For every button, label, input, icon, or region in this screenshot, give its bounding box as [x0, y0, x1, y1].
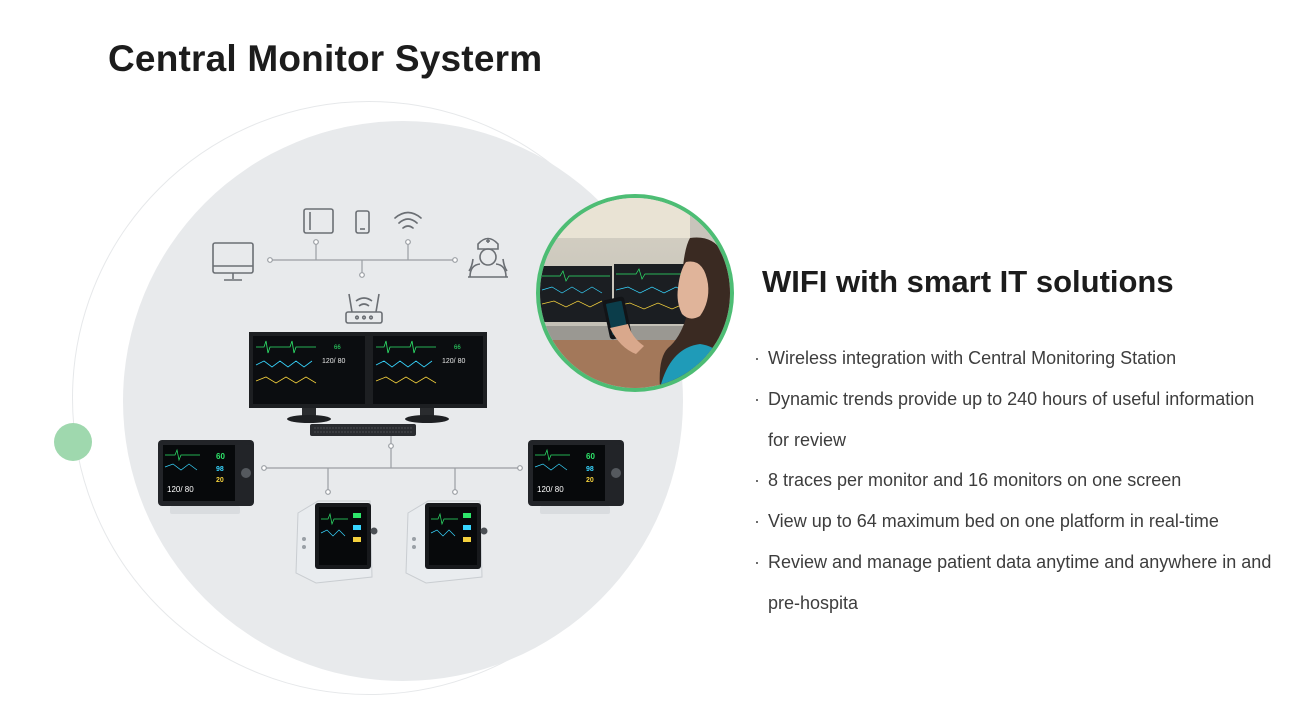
- right-monitor-spo2: 98: [586, 466, 594, 473]
- feature-text: View up to 64 maximum bed on one platfor…: [768, 511, 1219, 532]
- feature-item: · 8 traces per monitor and 16 monitors on…: [754, 460, 1274, 501]
- central-hr-left: 66: [334, 345, 341, 351]
- clinician-photo: [536, 194, 734, 392]
- central-screen-right: 120/ 80 66: [369, 332, 487, 423]
- right-monitor-hr: 60: [586, 452, 595, 461]
- central-station: 120/ 80 66 120/ 80 66: [249, 332, 487, 436]
- portable-monitor-2: [405, 500, 488, 584]
- router-icon: [345, 293, 383, 324]
- bullet-marker: ·: [754, 348, 760, 368]
- wifi-icon: [394, 211, 422, 229]
- left-monitor-nibp: 120/ 80: [167, 485, 194, 494]
- central-nibp-right: 120/ 80: [442, 358, 465, 365]
- bullet-marker: ·: [754, 511, 760, 532]
- right-monitor-resp: 20: [586, 477, 594, 484]
- portable-monitor-1: [295, 500, 378, 584]
- bullet-marker: ·: [754, 551, 760, 572]
- feature-text: Dynamic trends provide up to 240 hours o…: [768, 388, 1255, 450]
- keyboard: [310, 424, 416, 436]
- central-screen-left: 120/ 80 66: [249, 332, 369, 423]
- phone-icon: [355, 210, 370, 234]
- feature-list: · Wireless integration with Central Monit…: [754, 338, 1274, 624]
- section-title: WIFI with smart IT solutions: [762, 264, 1174, 299]
- bedside-monitor-right: 60 98 20 120/ 80: [528, 440, 624, 514]
- clinician-photo-illustration: [540, 198, 730, 388]
- central-nibp-left: 120/ 80: [322, 358, 345, 365]
- feature-item: · Dynamic trends provide up to 240 hours …: [754, 379, 1274, 461]
- bullet-marker: ·: [754, 470, 760, 491]
- feature-item: · Wireless integration with Central Monit…: [754, 338, 1274, 379]
- network-diagram: 120/ 80 66 120/ 80 66 60 98: [158, 208, 624, 584]
- desktop-icon: [212, 242, 254, 281]
- feature-text: Review and manage patient data anytime a…: [768, 551, 1272, 613]
- tablet-icon: [303, 208, 334, 234]
- feature-item: · Review and manage patient data anytime …: [754, 542, 1274, 624]
- feature-text: 8 traces per monitor and 16 monitors on …: [768, 470, 1182, 491]
- right-monitor-nibp: 120/ 80: [537, 485, 564, 494]
- left-monitor-resp: 20: [216, 477, 224, 484]
- bullet-marker: ·: [754, 388, 760, 409]
- bedside-monitor-left: 60 98 20 120/ 80: [158, 440, 254, 514]
- feature-text: Wireless integration with Central Monito…: [768, 348, 1177, 368]
- doctor-icon: [468, 237, 508, 278]
- left-monitor-hr: 60: [216, 452, 225, 461]
- central-hr-right: 66: [454, 345, 461, 351]
- left-monitor-spo2: 98: [216, 466, 224, 473]
- page-title: Central Monitor Systerm: [108, 38, 543, 79]
- feature-item: · View up to 64 maximum bed on one platfo…: [754, 501, 1274, 542]
- decorative-green-dot: [54, 423, 92, 461]
